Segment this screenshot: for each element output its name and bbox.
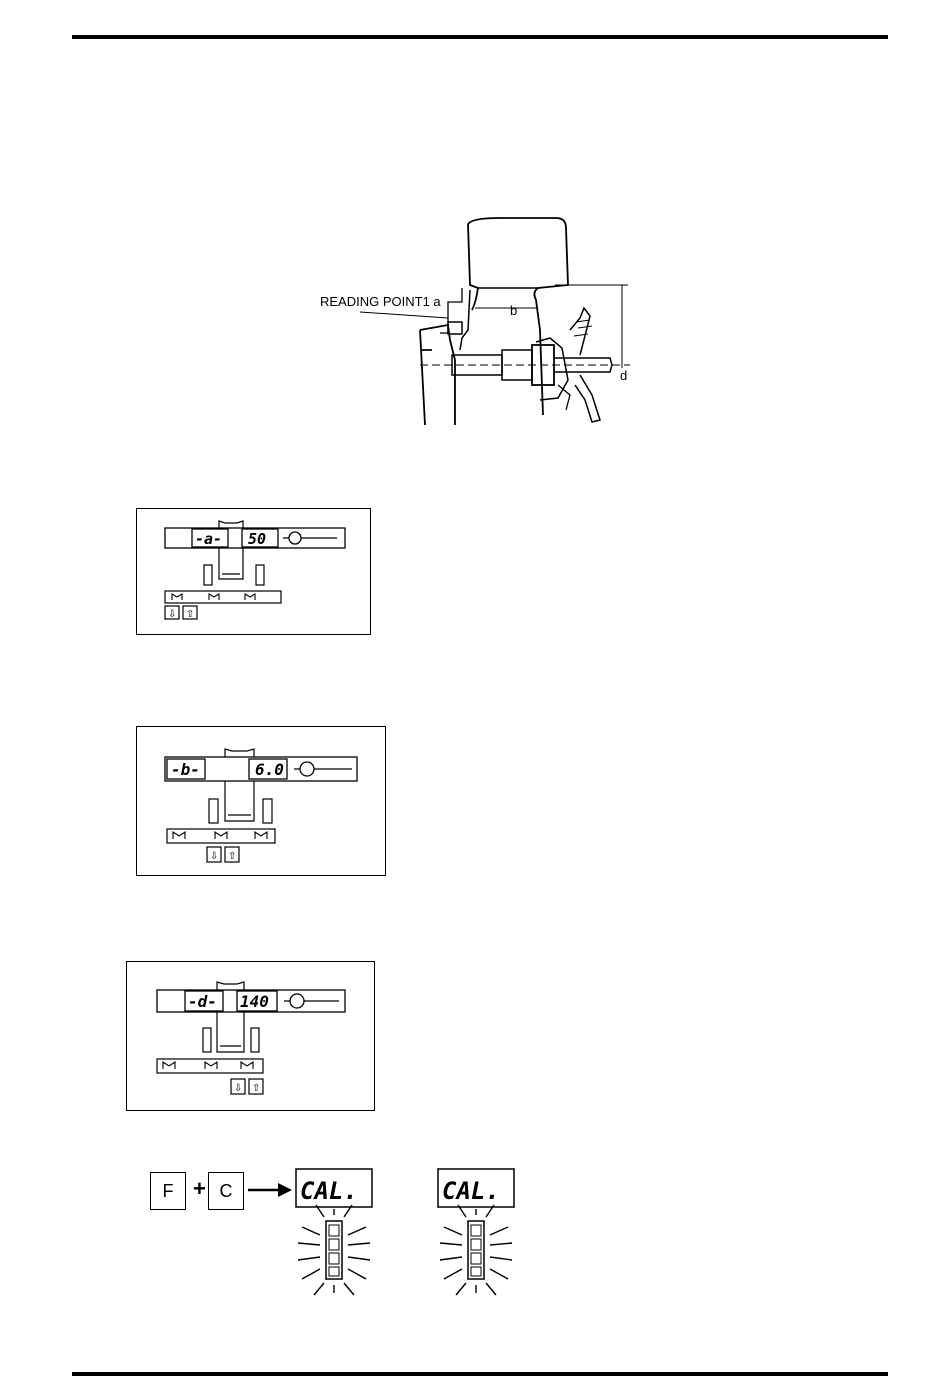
display-value-d: 140	[240, 992, 269, 1011]
svg-text:⇧: ⇧	[186, 609, 194, 620]
display-value-b: 6.0	[255, 760, 284, 779]
top-rule	[72, 35, 888, 39]
display-panel-a: -a- 50 ⇩ ⇧	[136, 508, 371, 635]
svg-text:⇩: ⇩	[210, 851, 218, 862]
key-c: C	[208, 1172, 244, 1210]
bottom-rule	[72, 1372, 888, 1376]
dim-d-label: d	[620, 368, 627, 383]
svg-text:⇧: ⇧	[228, 851, 236, 862]
display-code-a: -a-	[195, 530, 222, 548]
dim-b-label: b	[510, 303, 517, 318]
key-f: F	[150, 1172, 186, 1210]
spiral-icon	[289, 532, 301, 544]
display-value-a: 50	[248, 530, 266, 548]
cal-display-1: CAL.	[280, 1165, 390, 1305]
display-panel-d: -d- 140 ⇩ ⇧	[126, 961, 375, 1111]
svg-text:⇩: ⇩	[234, 1083, 242, 1094]
display-code-b: -b-	[171, 760, 200, 779]
cal-text-1: CAL.	[300, 1177, 358, 1205]
reading-point-label: READING POINT1 a	[320, 294, 441, 309]
svg-text:⇩: ⇩	[168, 609, 176, 620]
plus-sign: +	[193, 1176, 206, 1202]
cal-text-2: CAL.	[442, 1177, 500, 1205]
spiral-icon	[290, 994, 304, 1008]
cal-display-2: CAL.	[422, 1165, 532, 1305]
display-panel-b: -b- 6.0 ⇩ ⇧	[136, 726, 386, 876]
spiral-icon	[300, 762, 314, 776]
svg-text:⇧: ⇧	[252, 1083, 260, 1094]
display-code-d: -d-	[188, 992, 217, 1011]
wheel-measurement-diagram: b d READING POINT1 a	[300, 210, 660, 435]
